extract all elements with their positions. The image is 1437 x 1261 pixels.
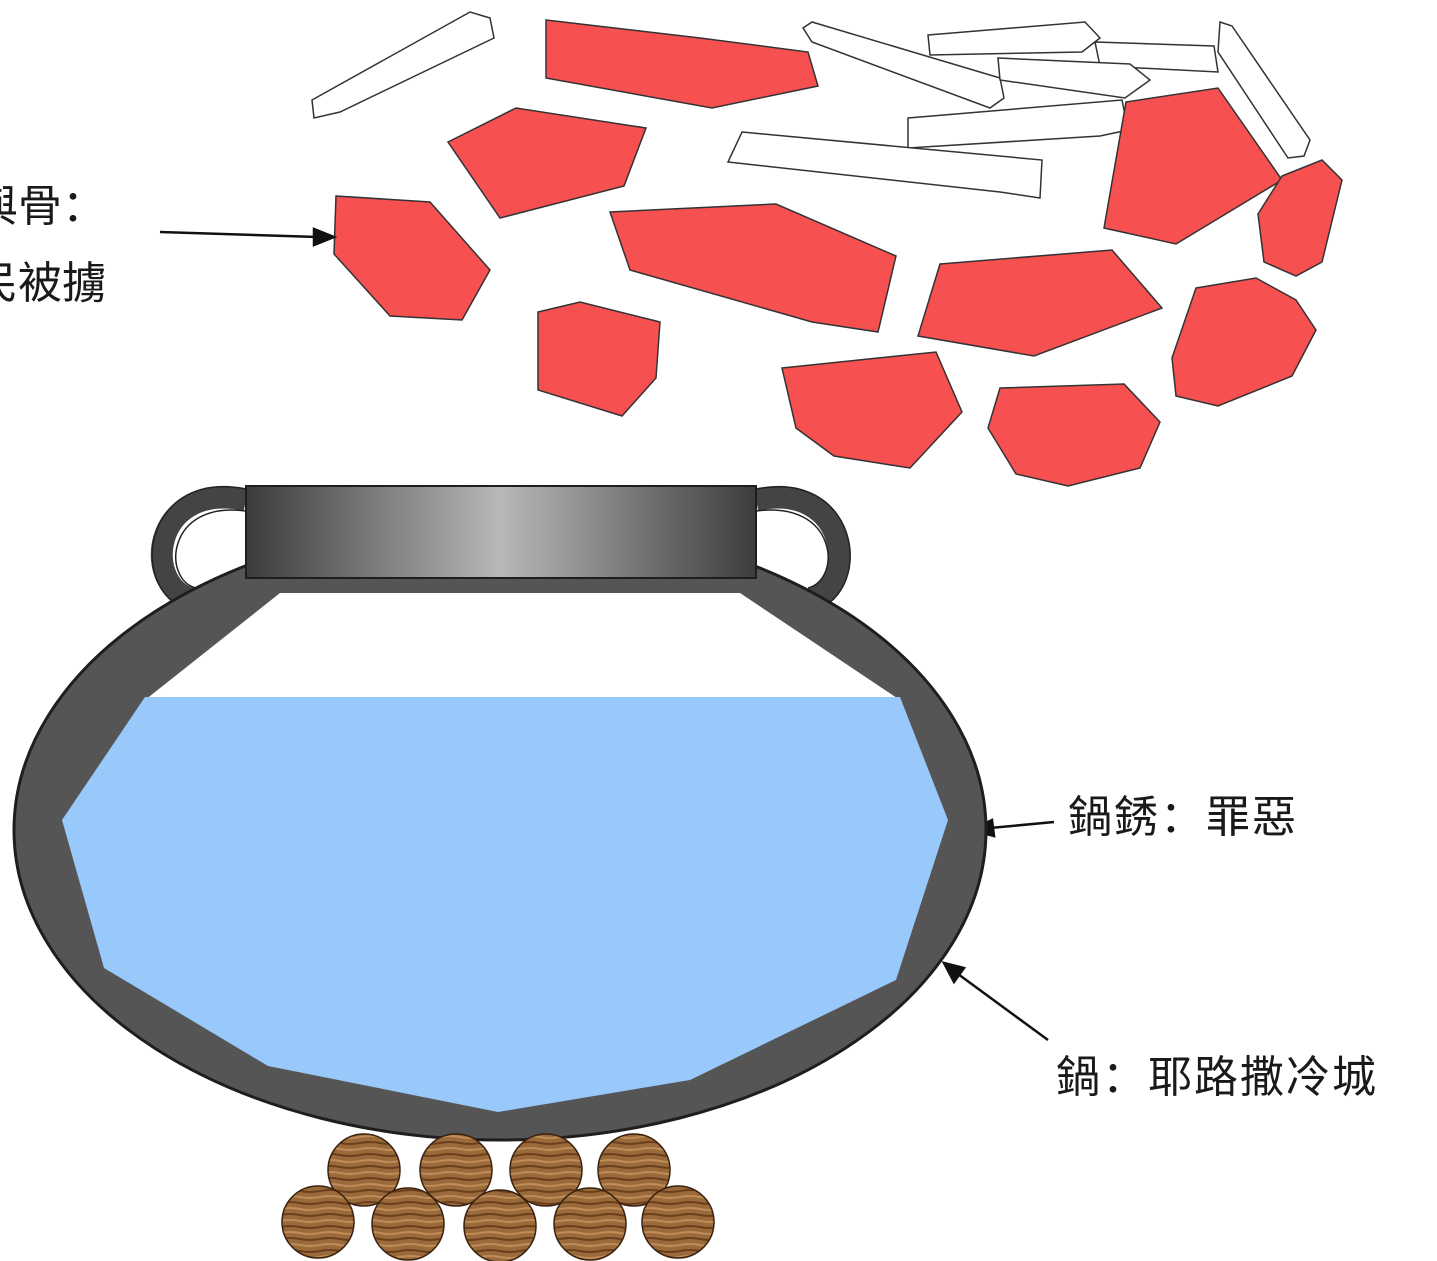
log <box>327 1133 401 1207</box>
water <box>62 697 948 1112</box>
bone <box>311 11 495 119</box>
log <box>463 1189 537 1261</box>
meat-chunk <box>1171 277 1317 407</box>
bone <box>1217 20 1311 159</box>
arrow-bone-head <box>312 227 338 247</box>
bone <box>927 21 1102 56</box>
log <box>371 1187 445 1261</box>
arrow-bone <box>159 230 319 239</box>
meat-chunk <box>781 351 963 469</box>
meat-chunk <box>987 383 1161 487</box>
meat-chunk <box>1103 87 1284 245</box>
meat-chunk <box>545 19 819 109</box>
label-bone-line2: 民被擄 <box>0 258 106 309</box>
pot-interior-empty <box>145 593 900 700</box>
meat-pieces <box>333 19 1343 487</box>
bone <box>801 21 1005 109</box>
pot-handles <box>150 486 851 611</box>
meat-chunk <box>333 195 491 321</box>
pot-lid <box>245 485 757 579</box>
log <box>419 1133 493 1207</box>
bone <box>997 57 1152 99</box>
bone <box>726 131 1043 199</box>
bones <box>311 11 1311 199</box>
arrow-rust <box>989 820 1055 830</box>
meat-chunk <box>537 301 661 417</box>
pot-handle-right <box>753 486 851 611</box>
pot-handle-left <box>150 486 249 611</box>
meat-chunk <box>608 203 897 333</box>
label-pot: 鍋：耶路撒冷城 <box>1056 1052 1378 1103</box>
log <box>597 1133 671 1207</box>
label-rust: 鍋銹：罪惡 <box>1068 792 1298 843</box>
firewood <box>281 1133 715 1261</box>
meat-chunk <box>917 249 1164 357</box>
arrow-pot <box>957 972 1049 1042</box>
arrow-pot-head <box>941 961 967 985</box>
meat-chunk <box>1257 159 1343 277</box>
bone <box>907 99 1129 149</box>
meat-chunk <box>446 107 648 219</box>
log <box>641 1185 715 1259</box>
log <box>509 1133 583 1207</box>
log <box>281 1185 355 1259</box>
label-bone-line1: 與骨： <box>0 181 106 232</box>
log <box>553 1187 627 1261</box>
